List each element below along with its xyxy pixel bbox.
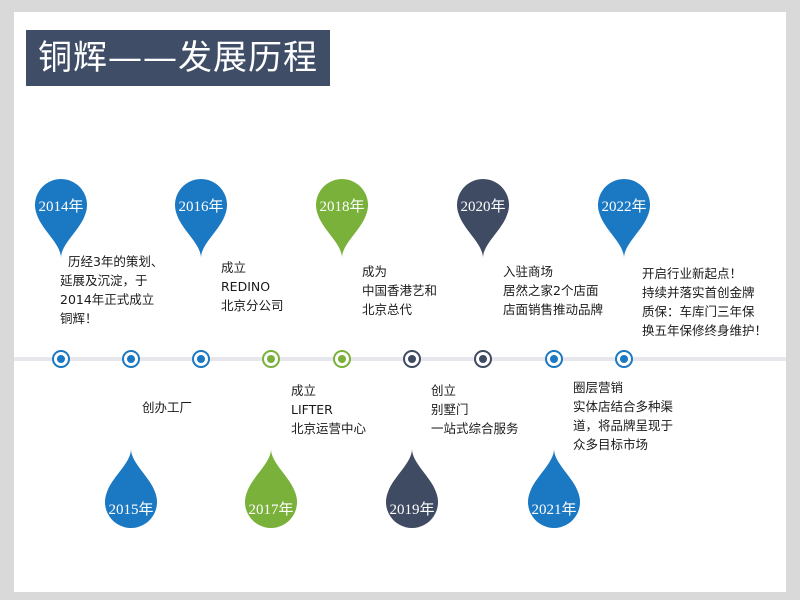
milestone-description-3: 成立 LIFTER 北京运营中心 [291,381,366,438]
description-line: 成立 [291,383,317,398]
timeline-node-8 [615,350,633,368]
milestone-description-2: 成立 REDINO 北京分公司 [221,258,284,315]
year-marker-1: 2015年 [104,449,158,533]
drop-shape [245,449,297,528]
description-line: 北京总代 [362,302,413,317]
milestone-description-1: 创办工厂 [142,398,192,417]
year-marker-0: 2014年 [34,174,88,258]
drop-shape [175,179,227,258]
year-marker-6: 2020年 [456,174,510,258]
timeline-node-4 [333,350,351,368]
year-marker-8: 2022年 [597,174,651,258]
milestone-description-4: 成为中国香港艺和北京总代 [362,262,437,319]
description-line: REDINO [221,279,271,294]
description-line: 入驻商场 [503,264,554,279]
timeline-node-7 [545,350,563,368]
description-line: 质保：车库门三年保 [642,304,755,319]
description-line: 历经3年的策划、 [60,254,164,269]
year-marker-7: 2021年 [527,449,581,533]
year-label: 2018年 [319,199,365,215]
description-line: 2014年正式成立 [60,292,155,307]
page-title: 铜辉——发展历程 [26,30,330,86]
description-line: 持续并落实首创金牌 [642,285,755,300]
description-line: 北京运营中心 [291,421,367,436]
drop-shape [35,179,87,258]
timeline-axis [14,357,786,361]
description-line: 成为 [362,264,388,279]
year-marker-5: 2019年 [385,449,439,533]
timeline-node-0 [52,350,70,368]
description-line: LIFTER [291,402,333,417]
timeline-node-5 [403,350,421,368]
description-line: 中国香港艺和 [362,283,438,298]
description-line: 创办工厂 [142,400,193,415]
description-line: 店面销售推动品牌 [503,302,604,317]
description-line: 成立 [221,260,247,275]
year-label: 2015年 [108,502,154,518]
year-label: 2021年 [531,502,577,518]
description-line: 道，将品牌呈现于 [573,418,674,433]
drop-shape [598,179,650,258]
description-line: 开启行业新起点！ [642,266,743,281]
description-line: 延展及沉淀，于 [60,273,148,288]
description-line: 北京分公司 [221,298,284,313]
description-line: 一站式综合服务 [431,421,519,436]
milestone-description-7: 圈层营销实体店结合多种渠道，将品牌呈现于众多目标市场 [573,378,673,454]
year-marker-3: 2017年 [244,449,298,533]
timeline-node-3 [262,350,280,368]
description-line: 铜辉！ [60,311,98,326]
year-label: 2017年 [248,502,294,518]
description-line: 实体店结合多种渠 [573,399,674,414]
drop-shape [316,179,368,258]
drop-shape [105,449,157,528]
description-line: 别墅门 [431,402,469,417]
description-line: 换五年保修终身维护！ [642,323,768,338]
year-label: 2022年 [601,199,647,215]
drop-shape [457,179,509,258]
milestone-description-5: 创立别墅门一站式综合服务 [431,381,519,438]
description-line: 创立 [431,383,457,398]
milestone-description-8: 开启行业新起点！ 持续并落实首创金牌质保：车库门三年保换五年保修终身维护！ [642,264,767,340]
year-label: 2016年 [178,199,224,215]
drop-shape [386,449,438,528]
drop-shape [528,449,580,528]
year-marker-4: 2018年 [315,174,369,258]
milestone-description-0: 历经3年的策划、延展及沉淀，于 2014年正式成立铜辉！ [60,252,163,328]
description-line: 圈层营销 [573,380,624,395]
year-label: 2019年 [389,502,435,518]
timeline-node-1 [122,350,140,368]
year-marker-2: 2016年 [174,174,228,258]
description-line: 居然之家2个店面 [503,283,599,298]
description-line: 众多目标市场 [573,437,649,452]
year-label: 2014年 [38,199,84,215]
timeline-node-2 [192,350,210,368]
year-label: 2020年 [460,199,506,215]
milestone-description-6: 入驻商场居然之家2个店面店面销售推动品牌 [503,262,603,319]
timeline-node-6 [474,350,492,368]
